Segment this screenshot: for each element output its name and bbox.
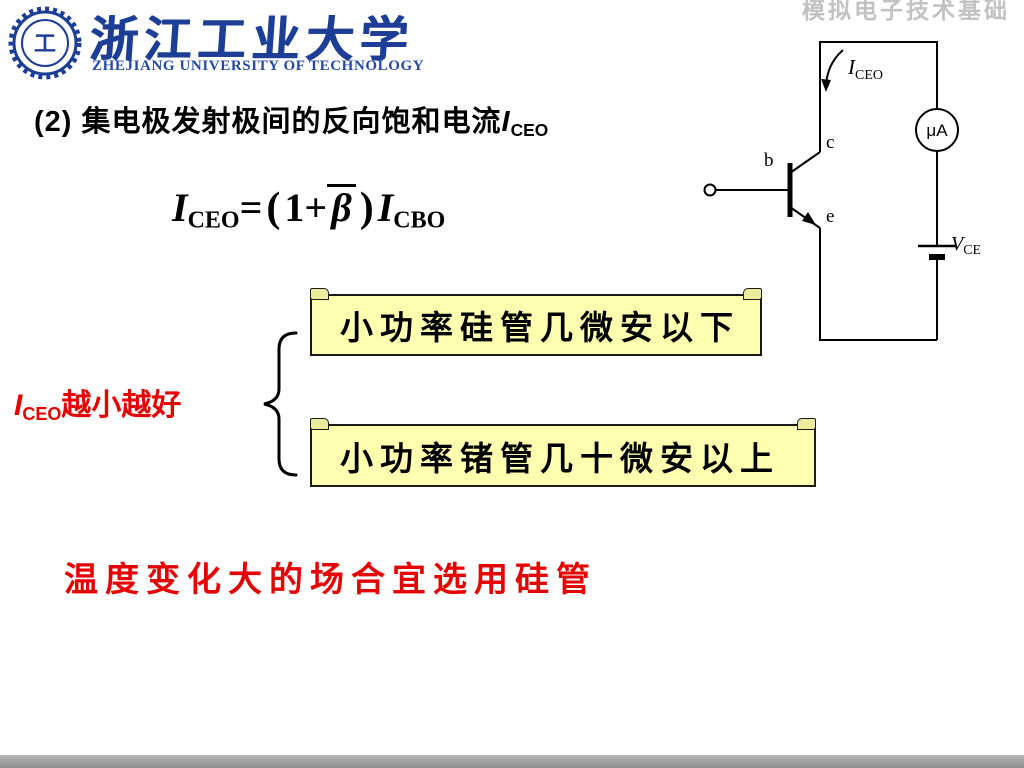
note-box-germanium-text: 小功率锗管几十微安以上 xyxy=(340,439,780,477)
battery-symbol xyxy=(918,244,956,260)
university-name-english: ZHEJIANG UNIVERSITY OF TECHNOLOGY xyxy=(92,58,425,74)
heading-symbol-subscript: CEO xyxy=(510,119,549,140)
terminal-c-label: c xyxy=(826,132,834,153)
formula-right-paren: ) xyxy=(359,185,374,231)
formula-lhs-base: I xyxy=(172,185,188,230)
iceo-current-arrow xyxy=(821,49,844,92)
seal-outer-circle xyxy=(12,10,78,76)
formula-rhs-subscript: CBO xyxy=(393,207,446,234)
heading-text: 集电极发射极间的反向饱和电流 xyxy=(81,106,502,138)
lead-text: 越小越好 xyxy=(61,389,182,422)
terminal-e-label: e xyxy=(826,206,834,227)
formula-beta-bar: β xyxy=(327,184,356,228)
formula-equals: = xyxy=(239,185,263,230)
iceo-current-label: ICEO xyxy=(847,55,883,83)
iceo-rule-text: ICEO越小越好 xyxy=(14,380,181,425)
formula-lhs-subscript: CEO xyxy=(187,207,240,234)
microammeter xyxy=(915,108,959,152)
vce-source-label: VCE xyxy=(951,233,980,258)
transistor-symbol xyxy=(787,151,821,229)
base-terminal xyxy=(703,183,717,197)
seal-gear-ring xyxy=(8,6,82,80)
curly-brace xyxy=(263,331,298,477)
iceo-formula: ICEO=(1+β)ICBO xyxy=(172,184,445,235)
lead-symbol-base: I xyxy=(14,389,23,422)
microammeter-label: μA xyxy=(926,121,948,140)
formula-left-paren: ( xyxy=(266,185,281,231)
seal-center-glyph: 工 xyxy=(34,31,56,56)
circuit-wires xyxy=(716,41,938,341)
formula-rhs-base: I xyxy=(377,185,394,230)
watermark-text: 模拟电子技术基础 xyxy=(802,0,1010,23)
note-box-germanium: 小功率锗管几十微安以上 xyxy=(310,418,816,487)
lead-symbol-subscript: CEO xyxy=(22,404,62,425)
note-box-silicon-text: 小功率硅管几微安以下 xyxy=(340,309,740,346)
formula-one-plus: 1+ xyxy=(284,185,328,230)
note-box-silicon: 小功率硅管几微安以下 xyxy=(310,288,762,356)
conclusion-text: 温度变化大的场合宜选用硅管 xyxy=(64,561,597,599)
emitter-arrow xyxy=(802,212,816,225)
seal-inner-circle xyxy=(21,19,69,67)
slide-heading: (2) 集电极发射极间的反向饱和电流ICEO xyxy=(34,98,548,141)
footer-bar xyxy=(0,755,1024,768)
heading-index: (2) xyxy=(34,106,82,138)
heading-symbol-base: I xyxy=(501,106,511,138)
terminal-b-label: b xyxy=(764,150,774,171)
transistor-circuit-diagram: μA ICEO b c e VCE xyxy=(703,41,980,341)
university-seal-logo: 工 xyxy=(8,6,82,80)
